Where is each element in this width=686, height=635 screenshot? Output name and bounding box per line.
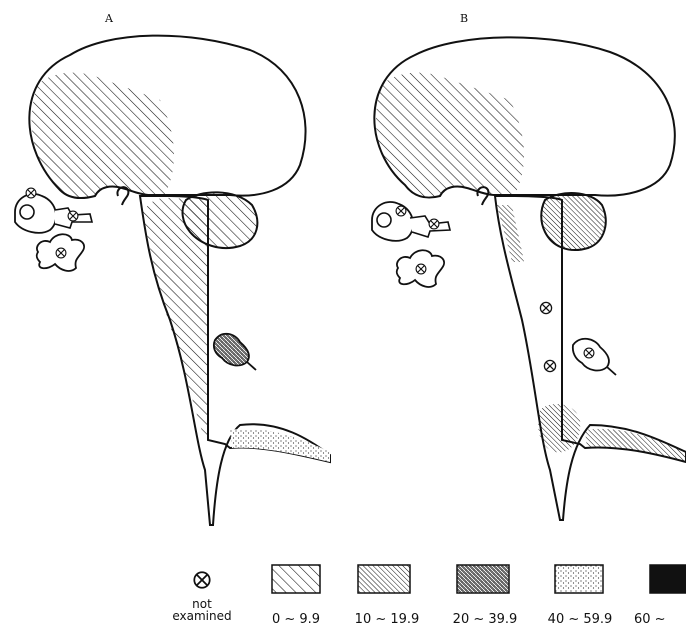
legend-not-examined-icon: [194, 572, 209, 587]
panel-b-blob-not-examined-icon: [416, 264, 426, 274]
panel-a-optic-not-examined-icon: [68, 211, 78, 221]
legend-swatch-10-19.9: [358, 565, 410, 593]
panel-a-spinal-ganglion: [214, 334, 256, 370]
panel-a-pituitary-blob: [37, 234, 84, 271]
legend-label-20-39.9: 20 ~ 39.9: [446, 612, 524, 627]
panel-b-spinal-ganglion: [573, 339, 616, 375]
panel-b-medulla-not-examined-icon: [544, 360, 555, 371]
panel-a-hypophysis-hook: [117, 187, 128, 205]
legend-swatch-60-plus: [650, 565, 686, 593]
panel-b-pituitary-blob: [397, 250, 444, 287]
panel-b-optic-not-examined-icon: [429, 219, 439, 229]
panel-a-blob-not-examined-icon: [56, 248, 66, 258]
legend-label-0-9.9: 0 ~ 9.9: [260, 612, 332, 627]
panel-a-spinal-tail-stippled: [230, 429, 330, 462]
panel-a-label: A: [105, 12, 113, 25]
legend-label-40-59.9: 40 ~ 59.9: [541, 612, 619, 627]
legend-label-60-plus: 60 ~: [634, 612, 686, 627]
legend-swatch-40-59.9: [555, 565, 603, 593]
legend-swatch-0-9.9: [272, 565, 320, 593]
panel-b-diagram: [372, 37, 686, 520]
panel-b-eye-not-examined-icon: [396, 206, 406, 216]
legend-not-examined-label: not examined: [162, 598, 242, 622]
legend-examined-label: examined: [162, 610, 242, 622]
legend-label-10-19.9: 10 ~ 19.9: [348, 612, 426, 627]
panel-a-diagram: [15, 36, 330, 525]
panel-b-pons-not-examined-icon: [540, 302, 551, 313]
panel-b-ganglion-not-examined-icon: [584, 348, 594, 358]
legend-swatch-20-39.9: [457, 565, 509, 593]
panel-b-cerebellum: [541, 193, 605, 250]
panel-b-spinal-tail-dense-hatched: [585, 429, 686, 462]
panel-b-eye-structure: [372, 202, 450, 241]
legend: [194, 565, 686, 593]
panel-b-label: B: [460, 12, 468, 25]
panel-a-eye-not-examined-icon: [26, 188, 36, 198]
